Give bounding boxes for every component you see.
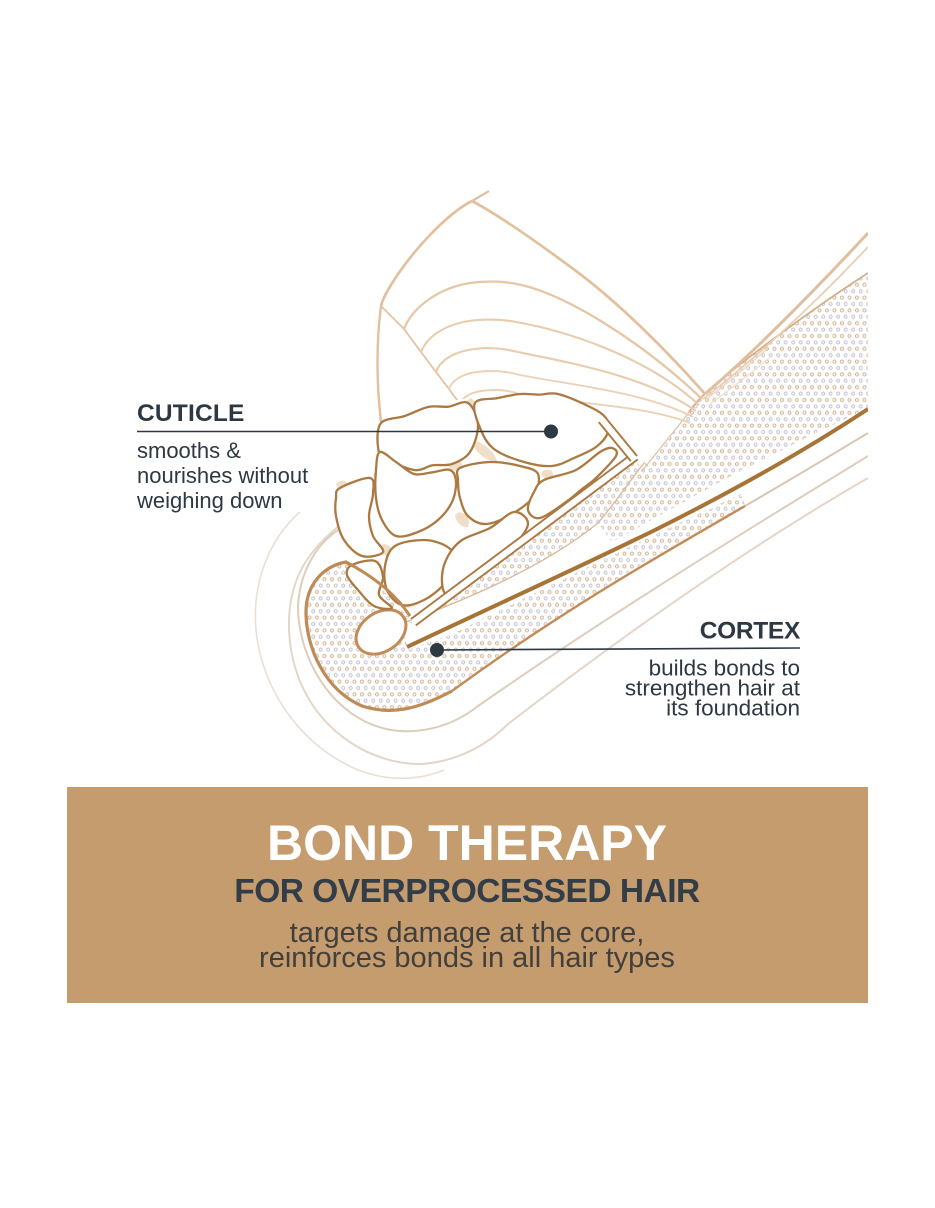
svg-text:targets damage at the core,: targets damage at the core,	[290, 917, 645, 949]
svg-text:BOND THERAPY: BOND THERAPY	[267, 815, 667, 871]
svg-text:its foundation: its foundation	[666, 696, 800, 721]
svg-text:CORTEX: CORTEX	[700, 618, 801, 645]
svg-text:weighing down: weighing down	[136, 488, 283, 513]
svg-text:nourishes without: nourishes without	[137, 463, 308, 488]
svg-text:CUTICLE: CUTICLE	[137, 400, 245, 427]
svg-text:FOR OVERPROCESSED HAIR: FOR OVERPROCESSED HAIR	[234, 873, 700, 910]
svg-text:reinforces bonds in all hair t: reinforces bonds in all hair types	[259, 942, 675, 974]
svg-text:builds bonds to: builds bonds to	[649, 656, 800, 681]
svg-text:smooths &: smooths &	[137, 438, 241, 463]
svg-text:strengthen hair at: strengthen hair at	[625, 676, 801, 701]
